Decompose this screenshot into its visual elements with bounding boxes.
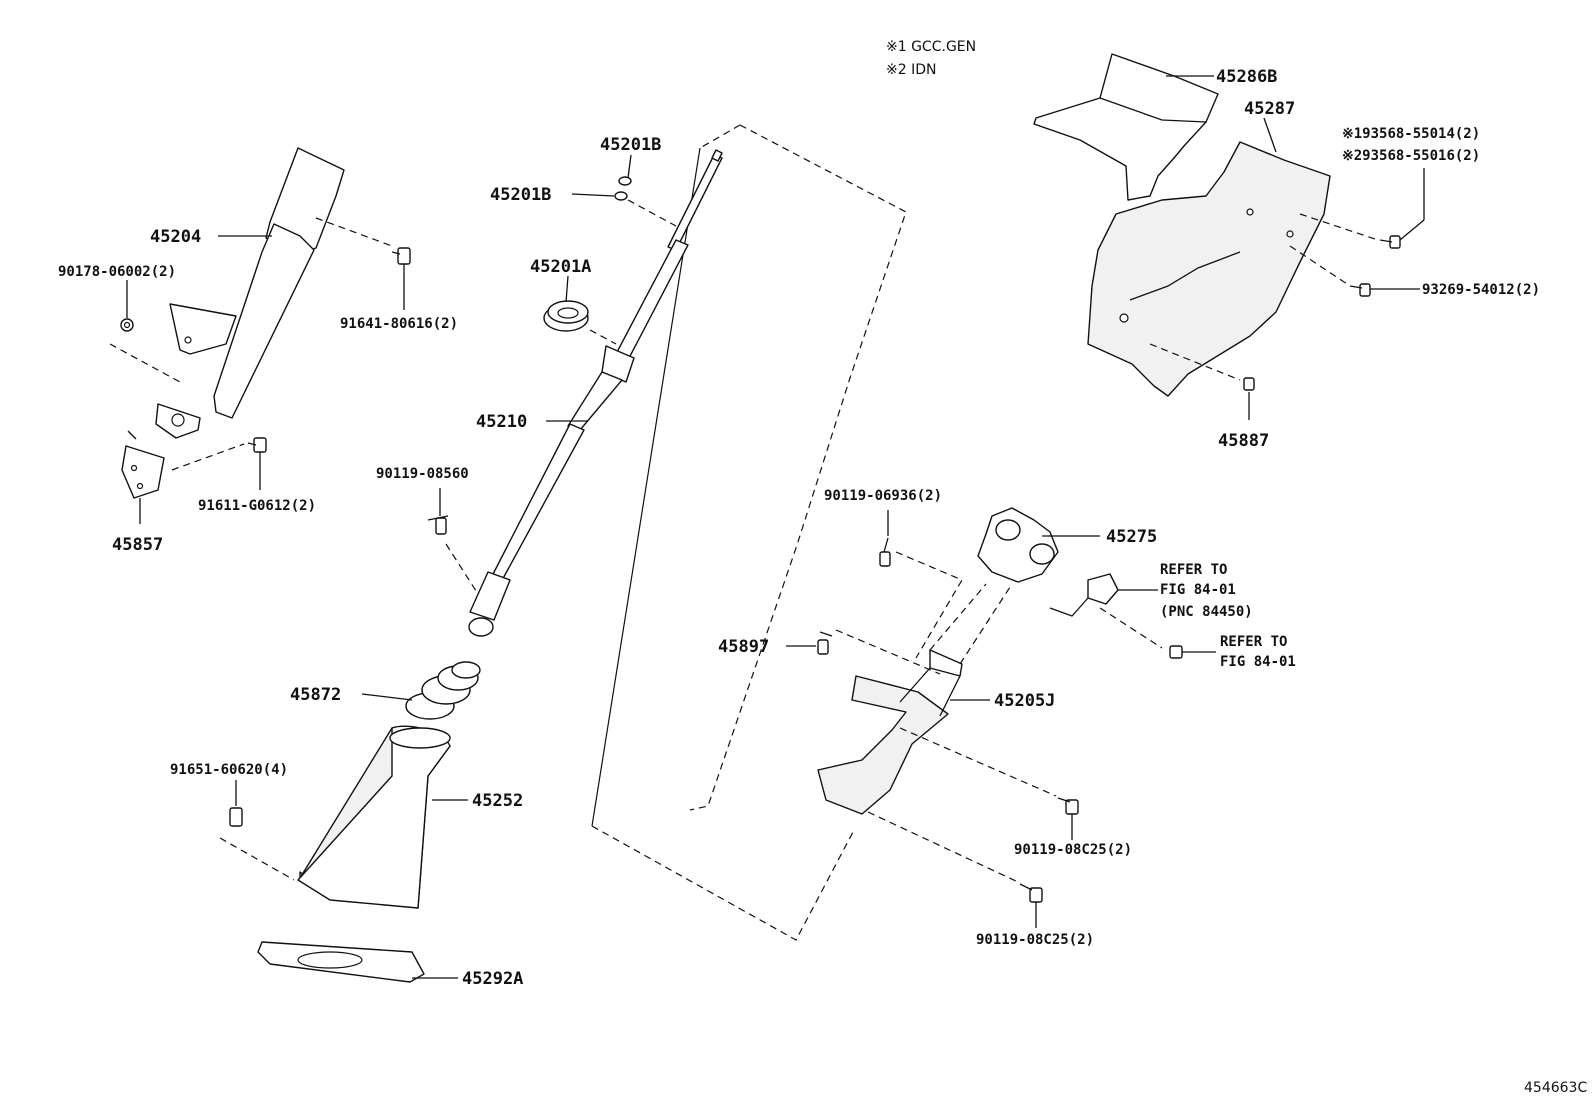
label-45292A: 45292A [462, 969, 523, 989]
nut-90178[interactable] [120, 318, 134, 332]
label-90178-06002: 90178-06002(2) [58, 264, 176, 280]
guide-refer-84-01 [1099, 607, 1163, 649]
cover-45252[interactable] [297, 725, 451, 909]
guide-90119-06936 [895, 551, 963, 659]
label-90119-08C25-lower: 90119-08C25(2) [976, 932, 1094, 948]
group-outline-bottom [591, 825, 854, 941]
label-45204: 45204 [150, 227, 201, 247]
bolt-45897[interactable] [817, 631, 833, 655]
guide-08C25-lower [867, 811, 1019, 883]
label-refer1-line1: REFER TO [1160, 562, 1227, 578]
label-refer1-line2: FIG 84-01 [1160, 582, 1236, 598]
label-45857: 45857 [112, 535, 163, 555]
label-45287: 45287 [1244, 99, 1295, 119]
guide-91651 [219, 837, 295, 881]
leader-45201B-mid [571, 193, 615, 197]
bolt-91641[interactable] [391, 247, 411, 265]
bolt-91651[interactable] [229, 807, 243, 827]
guide-45897 [835, 629, 941, 675]
guide-91641 [315, 217, 393, 247]
leader-45872 [361, 693, 413, 701]
leader-45201A [565, 275, 569, 303]
group-outline [689, 124, 907, 811]
label-90119-06936: 90119-06936(2) [824, 488, 942, 504]
label-93269-54012: 93269-54012(2) [1422, 282, 1540, 298]
label-91641-80616: 91641-80616(2) [340, 316, 458, 332]
bolt-90119-08C25-upper[interactable] [1057, 797, 1079, 815]
label-refer1-line3: (PNC 84450) [1160, 604, 1253, 620]
note-idn: ※2 IDN [886, 62, 936, 78]
guide-45201A [589, 329, 617, 345]
label-91611-G0612: 91611-G0612(2) [198, 498, 316, 514]
label-45887: 45887 [1218, 431, 1269, 451]
boot-45872[interactable] [405, 661, 481, 720]
guide-08C25-upper [899, 727, 1057, 797]
guide-193568 [1299, 213, 1379, 241]
label-91651-60620: 91651-60620(4) [170, 762, 288, 778]
label-refer2-line2: FIG 84-01 [1220, 654, 1296, 670]
bolt-90119-08C25-lower[interactable] [1019, 883, 1043, 903]
guide-90178 [109, 343, 181, 383]
label-45252: 45252 [472, 791, 523, 811]
leader-193568b [1399, 219, 1425, 241]
label-293568-55016: ※293568-55016(2) [1342, 148, 1480, 164]
label-90119-08C25-upper: 90119-08C25(2) [1014, 842, 1132, 858]
diagram-id: 454663C [1524, 1080, 1587, 1096]
bolt-91611[interactable] [247, 437, 267, 453]
cover-45287[interactable] [1087, 141, 1331, 397]
label-45275: 45275 [1106, 527, 1157, 547]
label-45286B: 45286B [1216, 67, 1277, 87]
clip-45201B-upper[interactable] [618, 176, 632, 186]
bracket-45204[interactable] [121, 147, 345, 499]
label-45205J: 45205J [994, 691, 1055, 711]
label-45210: 45210 [476, 412, 527, 432]
bolt-45857-small [127, 430, 137, 440]
label-193568-55014: ※193568-55014(2) [1342, 126, 1480, 142]
screw-193568[interactable] [1379, 235, 1401, 249]
note-gcc-gen: ※1 GCC.GEN [886, 39, 976, 55]
guide-45201B [627, 199, 677, 227]
clip-45201B-lower[interactable] [614, 191, 628, 201]
bolt-90119-08560[interactable] [427, 515, 449, 535]
bolt-90119-06936[interactable] [879, 537, 891, 567]
seal-45201A[interactable] [543, 300, 589, 332]
label-90119-08560: 90119-08560 [376, 466, 469, 482]
leader-45287 [1263, 117, 1277, 153]
guide-45275-left [929, 583, 987, 651]
guide-91611 [171, 443, 245, 471]
clip-45887[interactable] [1243, 377, 1255, 391]
label-45201A: 45201A [530, 257, 591, 277]
switch-84450[interactable] [1049, 573, 1119, 617]
guide-45275-right [959, 583, 1013, 665]
label-45201B-mid: 45201B [490, 185, 551, 205]
gasket-45292A[interactable] [257, 941, 425, 983]
screw-refer-84-01[interactable] [1169, 645, 1183, 659]
label-45872: 45872 [290, 685, 341, 705]
lock-housing-45275[interactable] [977, 507, 1059, 583]
screw-93269[interactable] [1349, 283, 1371, 297]
cover-45286B[interactable] [1033, 53, 1219, 201]
leader-45201B-top [627, 154, 632, 179]
label-refer2-line1: REFER TO [1220, 634, 1287, 650]
group-outline-edge [591, 147, 701, 827]
guide-93269 [1289, 245, 1351, 287]
group-outline-left [699, 124, 741, 149]
label-45897: 45897 [718, 637, 769, 657]
bracket-45205J[interactable] [817, 649, 963, 815]
label-45201B-top: 45201B [600, 135, 661, 155]
guide-45887 [1149, 343, 1241, 381]
steering-shaft-45210[interactable] [468, 149, 723, 637]
guide-90119-08560 [445, 543, 479, 595]
